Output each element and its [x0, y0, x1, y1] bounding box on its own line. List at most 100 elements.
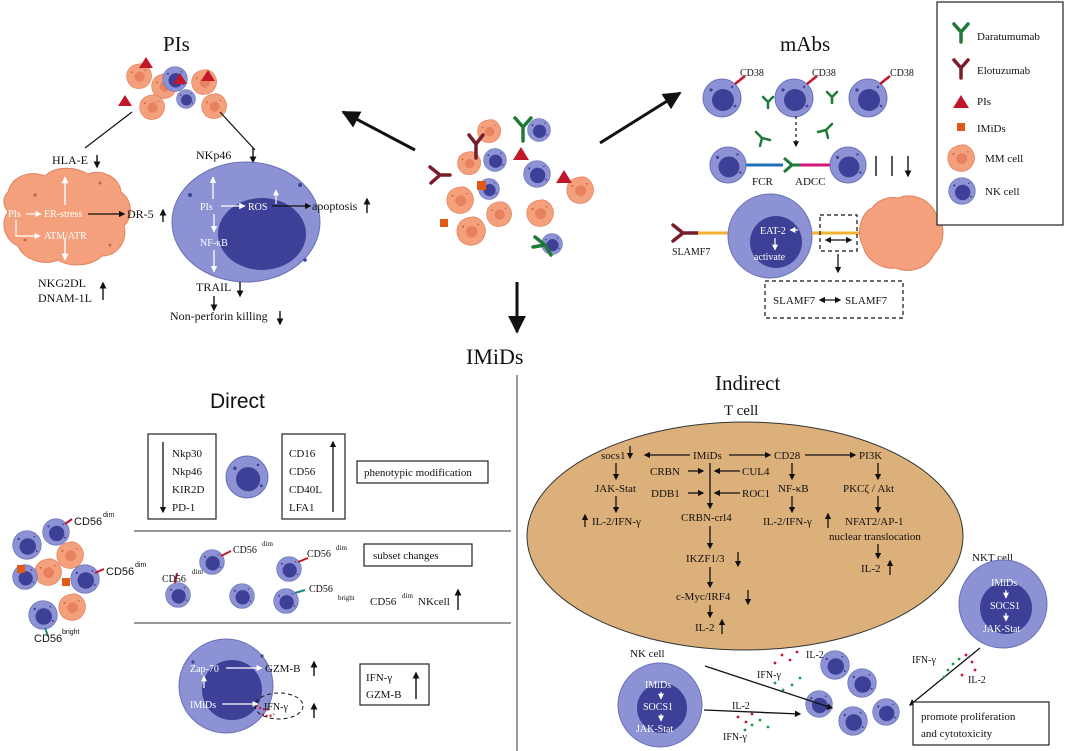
- slamf7-pair-box: [764, 280, 904, 319]
- er-stress-label: ER-stress: [44, 209, 82, 220]
- up-marker-cd56: CD56: [289, 466, 316, 478]
- cmyc-label: c-Myc/IRF4: [676, 591, 731, 603]
- cd38-label-a: CD38: [740, 68, 764, 79]
- cd56-dim-left-a-sup: dim: [103, 512, 114, 519]
- ifng-gzmb-box: [359, 663, 430, 706]
- mabs-title: mAbs: [780, 32, 830, 56]
- box-gzmb-label: GZM-B: [366, 689, 401, 701]
- daratumumab-antibody-icon: [952, 22, 970, 44]
- pkc-akt-label: PKCζ / Akt: [843, 483, 894, 495]
- legend-label-daratumumab: Daratumumab: [977, 31, 1040, 43]
- non-perforin-label: Non-perforin killing: [170, 309, 268, 323]
- promote-line-2: and cytotoxicity: [921, 728, 993, 740]
- crbn-crl4-label: CRBN-crl4: [681, 512, 732, 524]
- il2-label-b: IL-2: [732, 701, 750, 712]
- il2-right-label: IL-2: [861, 563, 881, 575]
- nfkb-label-pis: NF-κB: [200, 238, 228, 249]
- legend-label-mm-cell: MM cell: [985, 153, 1023, 165]
- nk-cell-icon: [948, 177, 976, 205]
- promote-box: [912, 701, 1050, 746]
- imids-title: IMiDs: [466, 344, 523, 369]
- nkt-cytokine-dots: [942, 653, 977, 679]
- roc1-label: ROC1: [742, 488, 770, 500]
- direct-imids-label: IMiDs: [190, 700, 216, 711]
- cd56-dim-subset-a: CD56: [233, 545, 257, 556]
- indirect-nk-cell: [617, 662, 703, 748]
- nk-pis-label: PIs: [200, 202, 213, 213]
- legend-label-elotuzumab: Elotuzumab: [977, 65, 1031, 77]
- cd56-dim-subset-a-sup: dim: [262, 540, 273, 548]
- gzmb-label: GZM-B: [265, 663, 300, 675]
- mm-cell-icon: [947, 144, 975, 172]
- cd56-dim-nkcell-sup: dim: [402, 592, 413, 600]
- il2-ifng-left: IL-2/IFN-γ: [592, 516, 641, 528]
- il2-ifng-mid: IL-2/IFN-γ: [763, 516, 812, 528]
- cd56-dim-left-b: CD56: [106, 566, 134, 578]
- direct-ifng-label: IFN-γ: [264, 702, 288, 713]
- center-cell-cluster: [428, 116, 594, 257]
- dnam1l-label: DNAM-1L: [38, 291, 92, 305]
- crbn-label: CRBN: [650, 466, 680, 478]
- cd56-dim-left-a: CD56: [74, 516, 102, 528]
- down-marker-pd1: PD-1: [172, 502, 195, 514]
- up-marker-lfa1: LFA1: [289, 502, 314, 514]
- up-marker-cd16: CD16: [289, 448, 316, 460]
- phenotypic-box: [356, 460, 489, 484]
- down-marker-nkp46: Nkp46: [172, 466, 202, 478]
- up-marker-box: [281, 433, 346, 520]
- nfkb-indirect-label: NF-κB: [778, 483, 809, 495]
- legend-label-nk-cell: NK cell: [985, 186, 1020, 198]
- adcc-row: [709, 146, 867, 184]
- subset-changes-label: subset changes: [373, 550, 439, 562]
- pis-title: PIs: [163, 32, 190, 56]
- cd28-label: CD28: [774, 450, 801, 462]
- indirect-title: Indirect: [715, 371, 780, 395]
- pi3k-label: PI3K: [859, 450, 882, 462]
- slamf7-label: SLAMF7: [672, 247, 710, 258]
- ifng-label-a: IFN-γ: [757, 670, 781, 681]
- cd56-dim-left-b-sup: dim: [135, 562, 146, 569]
- mabs-daratumumab-icons: [754, 90, 839, 148]
- nkt-ifng-label: IFN-γ: [912, 655, 936, 666]
- slamf7-interaction-box: [819, 214, 858, 252]
- activate-label: activate: [754, 252, 786, 263]
- down-marker-nkp30: Nkp30: [172, 448, 202, 460]
- slamf7-mm-cell: [859, 195, 944, 271]
- direct-nk-cell-bottom: [178, 638, 275, 734]
- target-nk-cluster: [805, 650, 900, 736]
- imid-square-icon: [957, 123, 965, 131]
- box-ifng-label: IFN-γ: [366, 672, 392, 684]
- nkcell-label: NKcell: [418, 596, 450, 608]
- apoptosis-label: apoptosis: [312, 199, 358, 213]
- cytokine-dots-lower: [736, 712, 770, 732]
- cd56-dim-nkcell: CD56: [370, 596, 397, 608]
- il2-bottom-label: IL-2: [695, 622, 715, 634]
- cd56-dim-subset-b: CD56: [307, 549, 331, 560]
- cd56-bright-subset: CD56: [309, 584, 333, 595]
- cd56-dim-subset-c: CD56: [162, 574, 186, 585]
- mm-pis-label: PIs: [8, 209, 21, 220]
- mabs-nk-row: [702, 75, 891, 118]
- subset-changes-box: [363, 543, 473, 567]
- cd38-label-c: CD38: [890, 68, 914, 79]
- up-marker-cd40l: CD40L: [289, 484, 322, 496]
- ikzf-label: IKZF1/3: [686, 553, 725, 565]
- cd38-label-b: CD38: [812, 68, 836, 79]
- mm-cell-large: [3, 167, 131, 266]
- cytokine-dots-upper: [773, 650, 802, 692]
- slamf7-nk-cell: [727, 193, 813, 279]
- trail-label: TRAIL: [196, 280, 231, 294]
- nkt-cell: [958, 559, 1048, 649]
- nk-socs1-label: SOCS1: [643, 702, 673, 713]
- cd56-bright-left: CD56: [34, 633, 62, 645]
- direct-nk-cell-top: [225, 455, 269, 499]
- nkt-socs1-label: SOCS1: [990, 601, 1020, 612]
- socs1-label: socs1: [601, 450, 625, 462]
- indirect-imids-label: IMiDs: [693, 450, 722, 462]
- cd56-bright-subset-sup: bright: [338, 594, 355, 602]
- subset-cells: [165, 549, 309, 614]
- nuclear-translocation-label: nuclear translocation: [829, 531, 921, 543]
- ifng-label-b: IFN-γ: [723, 732, 747, 743]
- pis-cell-cluster: [118, 57, 227, 120]
